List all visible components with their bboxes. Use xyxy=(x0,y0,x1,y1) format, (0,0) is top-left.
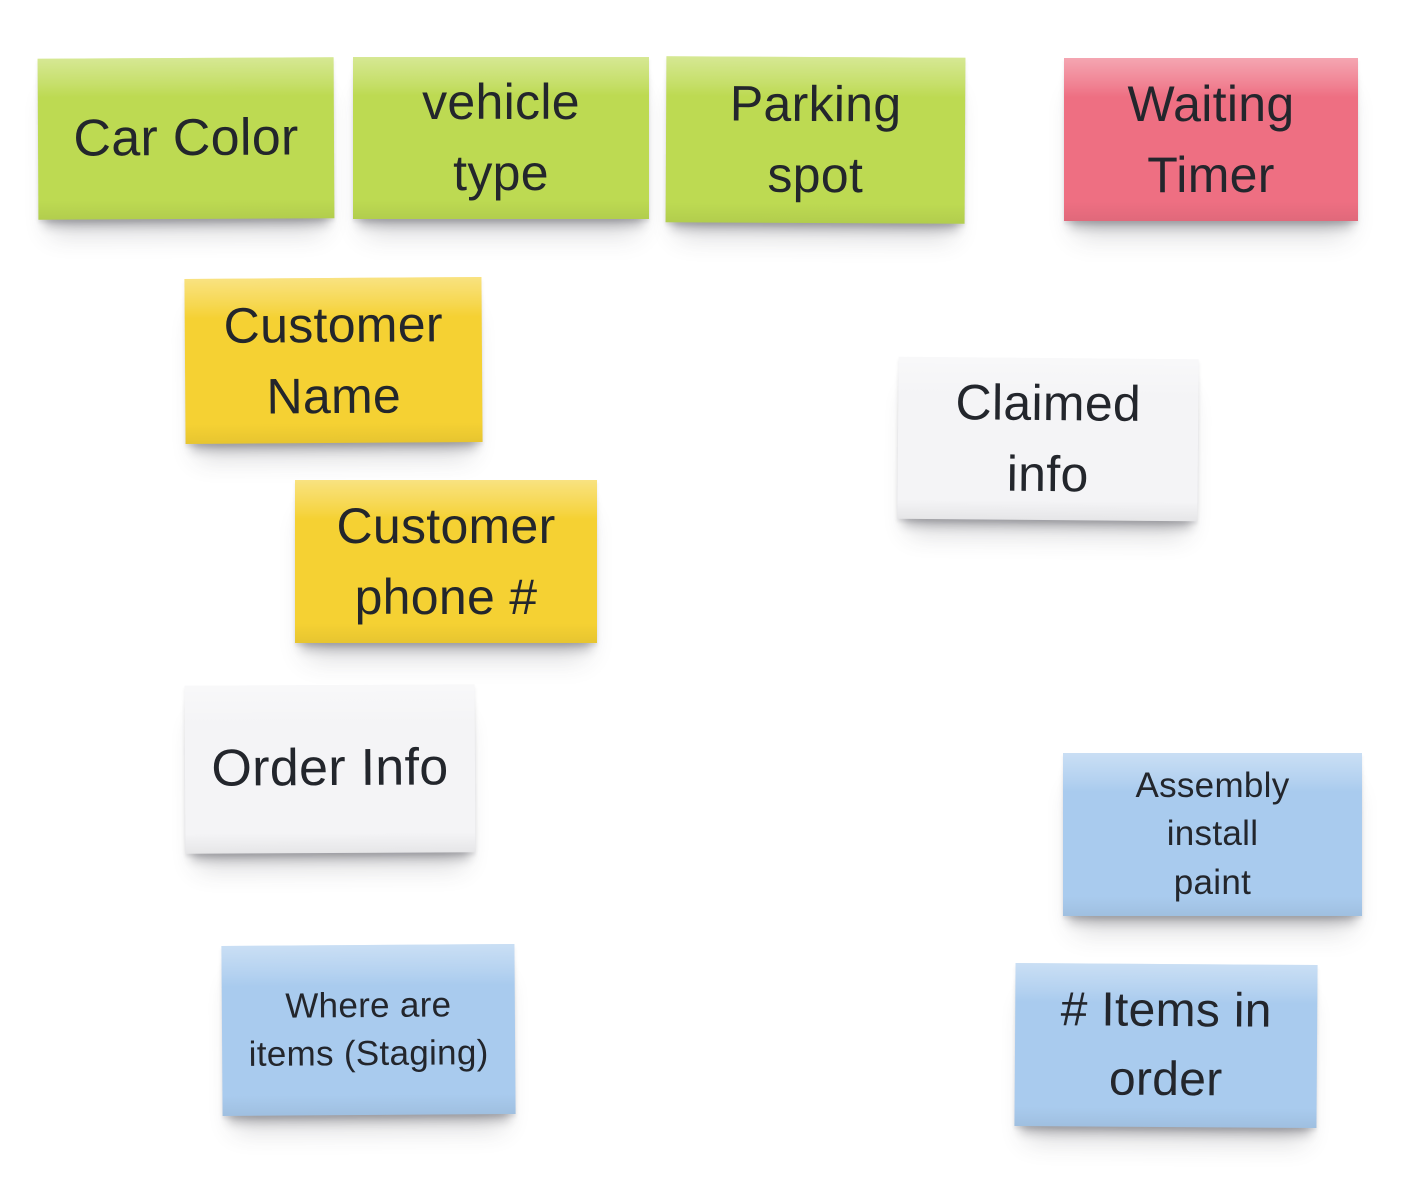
sticky-note-label: Waiting Timer xyxy=(1127,75,1295,203)
sticky-note-waiting-timer[interactable]: Waiting Timer xyxy=(1064,58,1358,221)
sticky-note-label: Customer Name xyxy=(223,295,444,424)
sticky-note-label: Where are items (Staging) xyxy=(248,985,489,1074)
sticky-note-assembly-install-paint[interactable]: Assembly install paint xyxy=(1063,753,1362,916)
sticky-note-label: Car Color xyxy=(73,107,299,168)
sticky-note-label: Order Info xyxy=(211,738,449,798)
sticky-note-label: Customer phone # xyxy=(336,497,556,625)
sticky-note-label: Parking spot xyxy=(729,75,902,204)
sticky-note-label: # Items in order xyxy=(1060,983,1272,1106)
sticky-note-label: vehicle type xyxy=(422,74,580,201)
sticky-note-vehicle-type[interactable]: vehicle type xyxy=(353,57,649,219)
sticky-note-items-in-order[interactable]: # Items in order xyxy=(1014,962,1318,1129)
sticky-note-where-are-items[interactable]: Where are items (Staging) xyxy=(221,943,516,1117)
sticky-note-customer-name[interactable]: Customer Name xyxy=(184,276,483,445)
sticky-note-customer-phone[interactable]: Customer phone # xyxy=(295,480,597,643)
sticky-note-claimed-info[interactable]: Claimed info xyxy=(897,356,1199,522)
sticky-note-order-info[interactable]: Order Info xyxy=(184,684,476,854)
sticky-note-car-color[interactable]: Car Color xyxy=(37,57,335,220)
sticky-note-parking-spot[interactable]: Parking spot xyxy=(665,56,966,224)
sticky-note-label: Assembly install paint xyxy=(1135,766,1290,902)
sticky-note-label: Claimed info xyxy=(955,374,1142,503)
